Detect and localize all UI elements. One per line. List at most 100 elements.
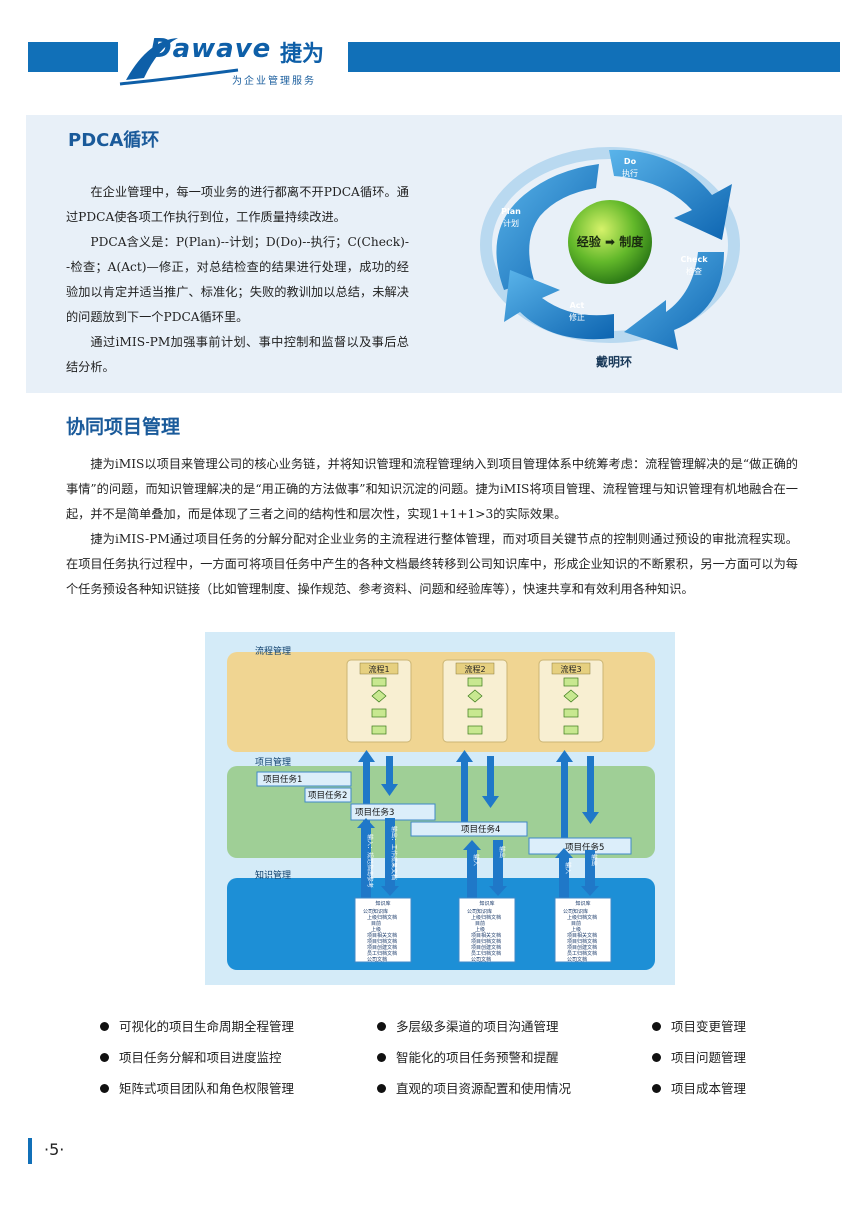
svg-text:计划: 计划 <box>503 218 519 228</box>
svg-text:Check: Check <box>680 255 708 264</box>
collab-body: 捷为iMIS以项目来管理公司的核心业务链，并将知识管理和流程管理纳入到项目管理体… <box>66 452 798 602</box>
svg-text:检查: 检查 <box>686 266 702 276</box>
svg-text:项目归档文档: 项目归档文档 <box>367 938 397 945</box>
svg-text:公司文档: 公司文档 <box>471 956 491 963</box>
svg-text:公司文档: 公司文档 <box>367 956 387 963</box>
feature-item: 可视化的项目生命周期全程管理 <box>100 1016 294 1035</box>
bullet-icon <box>100 1084 109 1093</box>
bullet-icon <box>100 1053 109 1062</box>
collab-management-diagram: 流程管理 项目管理 知识管理 流程1 流程2 流程3 <box>205 632 675 985</box>
svg-text:目前: 目前 <box>371 920 381 927</box>
svg-text:输入：规范指南参考: 输入：规范指南参考 <box>366 834 374 888</box>
svg-text:项目相关文档: 项目相关文档 <box>367 932 397 939</box>
svg-text:项目归档文档: 项目归档文档 <box>567 938 597 945</box>
plan-arrow <box>496 164 599 290</box>
pdca-paragraph: 通过iMIS-PM加强事前计划、事中控制和监督以及事后总结分析。 <box>66 335 409 374</box>
knowledge-band-label: 知识管理 <box>255 869 291 881</box>
pdca-paragraph: 在企业管理中，每一项业务的进行都离不开PDCA循环。通过PDCA使各项工作执行到… <box>66 185 409 224</box>
flow-card-3: 流程3 <box>538 659 604 743</box>
feature-item: 项目任务分解和项目进度监控 <box>100 1047 282 1066</box>
header-rule <box>28 70 840 72</box>
svg-text:上级: 上级 <box>371 926 381 933</box>
do-arrow <box>609 149 732 240</box>
pdca-paragraph: PDCA含义是：P(Plan)--计划；D(Do)--执行；C(Check)--… <box>66 235 409 324</box>
header-bar-left <box>28 42 120 70</box>
pdca-title: PDCA循环 <box>68 130 160 151</box>
experience-ball <box>568 200 652 284</box>
svg-text:项目创建文档: 项目创建文档 <box>367 944 397 951</box>
bullet-icon <box>377 1053 386 1062</box>
svg-text:目前: 目前 <box>475 920 485 927</box>
svg-text:员工归档文档: 员工归档文档 <box>567 950 597 957</box>
svg-text:Act: Act <box>570 301 585 310</box>
svg-text:输出: 输出 <box>590 854 598 866</box>
svg-text:上级归档文档: 上级归档文档 <box>471 914 501 921</box>
svg-text:流程1: 流程1 <box>368 664 389 674</box>
bullet-icon <box>652 1022 661 1031</box>
cycle-caption: 戴明环 <box>596 354 632 369</box>
svg-text:员工归档文档: 员工归档文档 <box>367 950 397 957</box>
svg-text:员工归档文档: 员工归档文档 <box>471 950 501 957</box>
svg-text:上级: 上级 <box>571 926 581 933</box>
svg-text:项目相关文档: 项目相关文档 <box>567 932 597 939</box>
svg-text:Do: Do <box>624 157 637 166</box>
svg-text:修正: 修正 <box>569 312 585 322</box>
svg-text:执行: 执行 <box>622 168 638 178</box>
header-bar-right <box>345 42 840 70</box>
task-bar-1 <box>256 771 352 787</box>
svg-text:上级: 上级 <box>475 926 485 933</box>
svg-text:输出: 输出 <box>498 846 506 858</box>
task-bar-2 <box>304 787 352 803</box>
feature-item: 矩阵式项目团队和角色权限管理 <box>100 1078 294 1097</box>
flow-project-arrows <box>358 750 599 840</box>
svg-text:输入: 输入 <box>564 862 572 874</box>
logo-tagline: 为企业管理服务 <box>232 76 316 87</box>
act-arrow <box>504 270 614 340</box>
bullet-icon <box>652 1053 661 1062</box>
kb-card-1: 知识库 公司知识库 上级归档文档 目前 上级 项目相关文档 项目归档文档 项目创… <box>354 897 412 963</box>
feature-item: 直观的项目资源配置和使用情况 <box>377 1078 571 1097</box>
kb-card-3: 知识库 公司知识库 上级归档文档 目前 上级 项目相关文档 项目归档文档 项目创… <box>554 897 612 963</box>
svg-text:项目任务4: 项目任务4 <box>461 824 500 835</box>
svg-text:上级归档文档: 上级归档文档 <box>567 914 597 921</box>
logo-chinese-name: 捷为 <box>280 42 325 67</box>
kb-card-2: 知识库 公司知识库 上级归档文档 目前 上级 项目相关文档 项目归档文档 项目创… <box>458 897 516 963</box>
svg-text:输入: 输入 <box>472 854 480 866</box>
feature-item: 项目问题管理 <box>652 1047 746 1066</box>
svg-text:公司知识库: 公司知识库 <box>363 908 388 915</box>
svg-text:Plan: Plan <box>501 207 521 216</box>
svg-text:流程2: 流程2 <box>464 664 485 674</box>
knowledge-band <box>227 878 655 970</box>
footer-bar <box>28 1138 32 1164</box>
feature-item: 多层级多渠道的项目沟通管理 <box>377 1016 559 1035</box>
project-band-label: 项目管理 <box>255 756 291 768</box>
feature-item: 智能化的项目任务预警和提醒 <box>377 1047 559 1066</box>
bullet-icon <box>652 1084 661 1093</box>
pdca-body: 在企业管理中，每一项业务的进行都离不开PDCA循环。通过PDCA使各项工作执行到… <box>66 180 409 380</box>
svg-text:知识库: 知识库 <box>575 900 590 907</box>
svg-text:项目任务3: 项目任务3 <box>355 807 394 818</box>
logo-swoosh-icon <box>118 30 348 90</box>
task-bar-5 <box>528 837 632 855</box>
page-number: ·5· <box>44 1140 65 1159</box>
collab-paragraph: 捷为iMIS以项目来管理公司的核心业务链，并将知识管理和流程管理纳入到项目管理体… <box>66 457 798 521</box>
svg-text:上级归档文档: 上级归档文档 <box>367 914 397 921</box>
svg-text:项目相关文档: 项目相关文档 <box>471 932 501 939</box>
svg-text:项目任务2: 项目任务2 <box>308 790 347 801</box>
project-knowledge-arrows <box>357 818 599 898</box>
svg-text:项目归档文档: 项目归档文档 <box>471 938 501 945</box>
svg-text:项目创建文档: 项目创建文档 <box>567 944 597 951</box>
bullet-icon <box>377 1084 386 1093</box>
svg-text:知识库: 知识库 <box>375 900 390 907</box>
feature-item: 项目变更管理 <box>652 1016 746 1035</box>
flow-card-2: 流程2 <box>442 659 508 743</box>
check-arrow <box>624 252 724 350</box>
cycle-center-label: 经验 ➡ 制度 <box>577 234 644 249</box>
flow-card-1: 流程1 <box>346 659 412 743</box>
pdca-cycle-diagram: 经验 ➡ 制度 Plan 计划 Do 执行 Check 检查 Act 修正 戴明… <box>480 147 740 369</box>
svg-text:知识库: 知识库 <box>479 900 494 907</box>
flow-band-label: 流程管理 <box>255 645 291 657</box>
feature-item: 项目成本管理 <box>652 1078 746 1097</box>
svg-text:项目任务1: 项目任务1 <box>263 774 302 785</box>
collab-paragraph: 捷为iMIS-PM通过项目任务的分解分配对企业业务的主流程进行整体管理，而对项目… <box>66 532 798 596</box>
